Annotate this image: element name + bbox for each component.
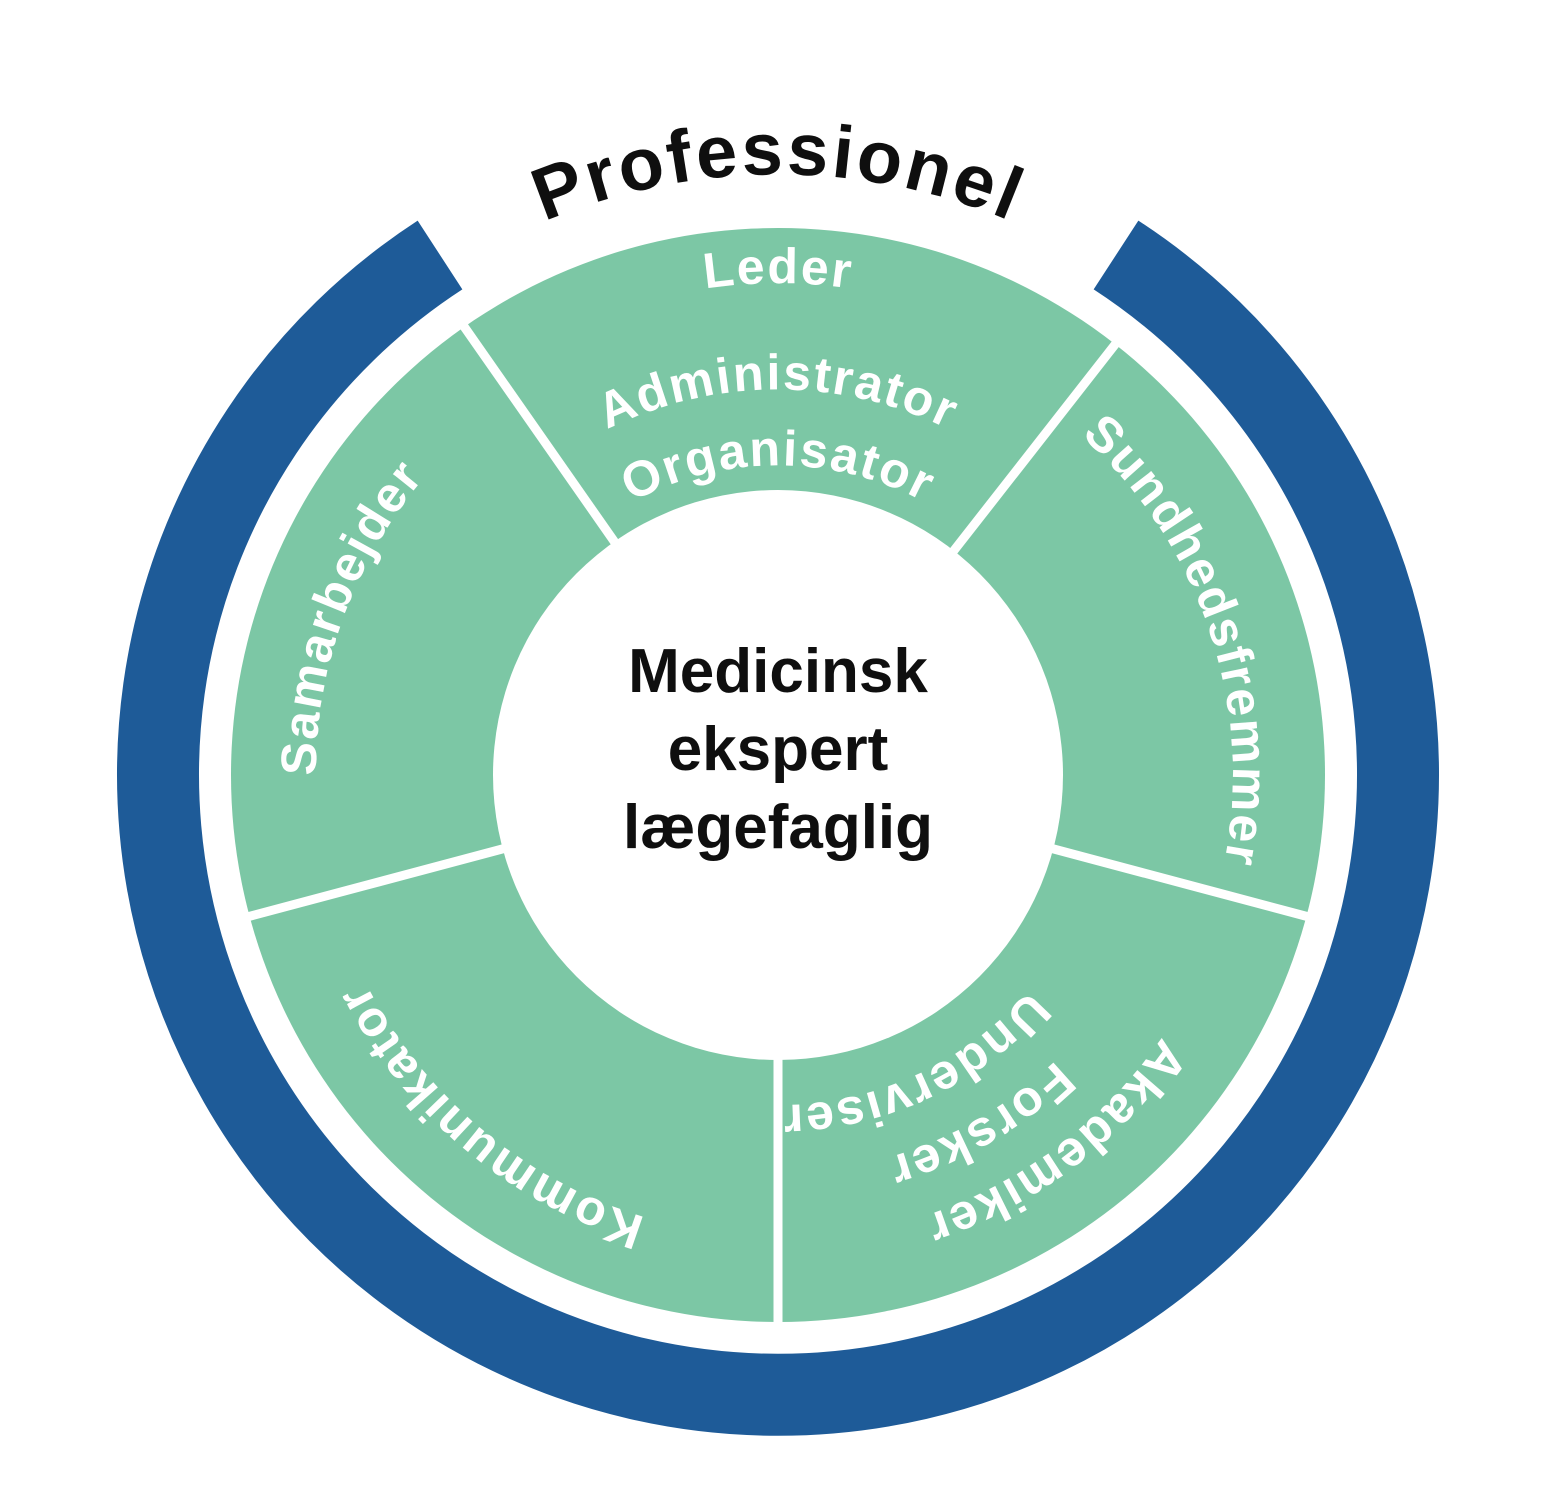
sector-divider-top-left: [459, 322, 620, 547]
diagram-title: Professionel: [521, 107, 1037, 237]
center-circle: [493, 490, 1063, 1060]
label-leder: Leder: [700, 238, 857, 299]
center-line-3: lægefaglig: [623, 793, 933, 862]
sector-divider-top-right: [948, 339, 1121, 556]
outer-ring-professionel: [117, 220, 1439, 1436]
center-line-1: Medicinsk: [628, 637, 928, 706]
label-leder-text: Leder: [700, 238, 855, 299]
sector-divider-right: [1048, 843, 1311, 922]
center-line-2: ekspert: [668, 715, 889, 784]
sector-divider-left: [245, 843, 508, 922]
diagram-title-text: Professionel: [521, 107, 1034, 237]
